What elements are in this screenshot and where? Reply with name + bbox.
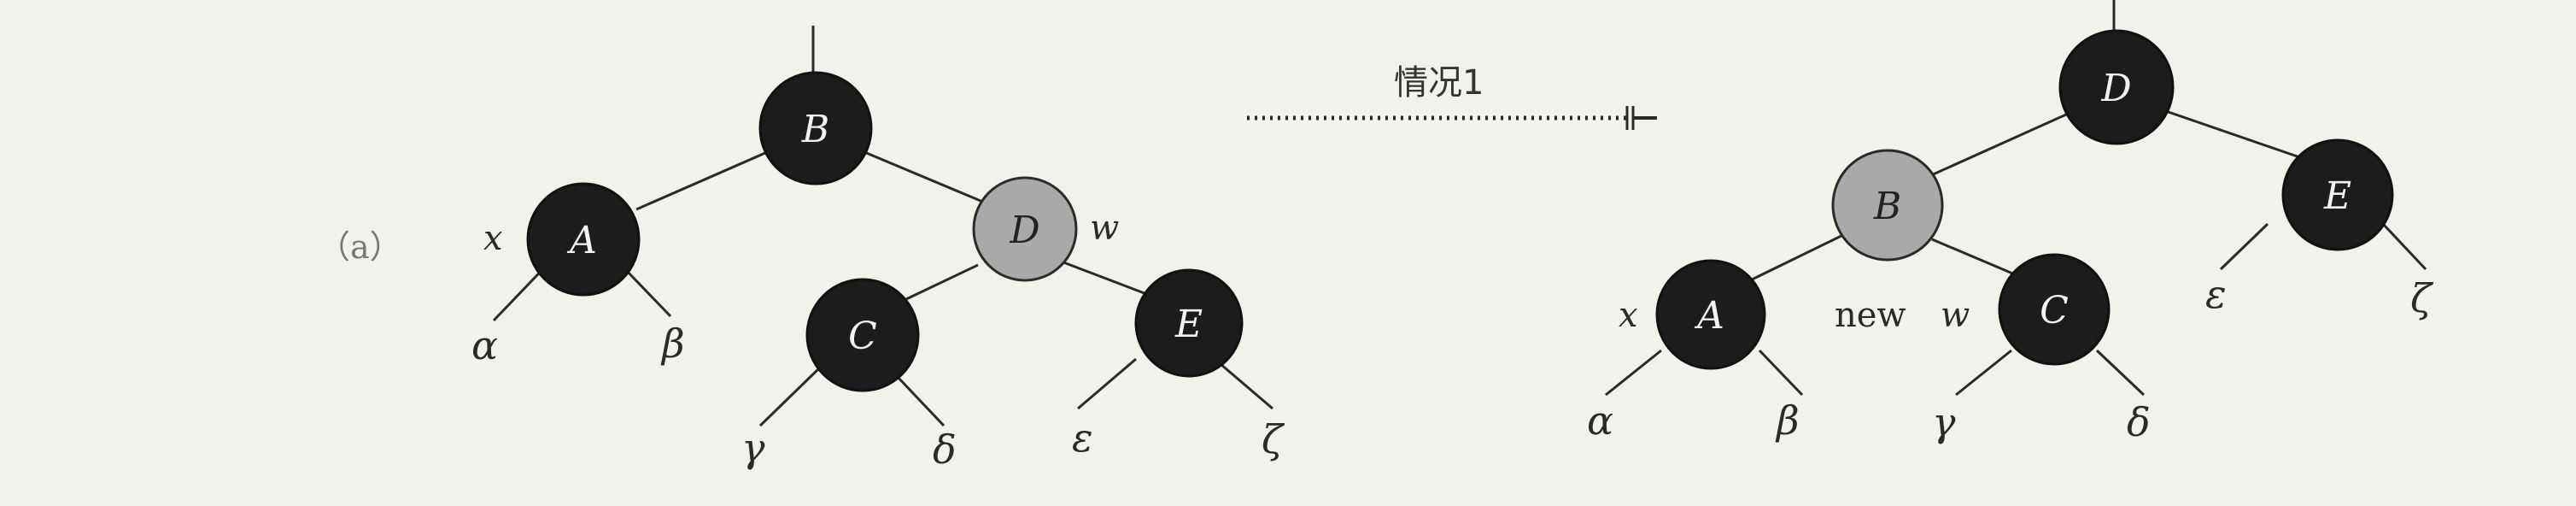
- svg-text:B: B: [801, 108, 829, 151]
- left-node-A: A: [526, 182, 641, 297]
- edge-E-zeta: [2381, 222, 2427, 271]
- left-node-B: B: [758, 71, 873, 185]
- edge-B-A: [635, 148, 774, 211]
- edge-A-beta: [624, 268, 672, 318]
- edge-E-epsilon: [2219, 222, 2269, 271]
- right-leaf-delta: δ: [2127, 399, 2151, 445]
- edge-E-epsilon: [1077, 357, 1137, 410]
- edge-A-beta: [1758, 349, 1804, 397]
- left-leaf-zeta: ζ: [1262, 416, 1285, 462]
- svg-text:E: E: [1174, 303, 1203, 346]
- edge-C-delta: [2095, 349, 2146, 397]
- left-leaf-epsilon: ε: [1072, 415, 1093, 461]
- left-pointer-x: x: [483, 219, 503, 258]
- edge-B-A: [1746, 229, 1853, 284]
- right-node-D: D: [2058, 29, 2175, 145]
- svg-text:C: C: [848, 315, 877, 358]
- transform-arrow: 情况1: [1247, 63, 1657, 130]
- left-leaf-delta: δ: [933, 427, 957, 473]
- edge-C-gamma: [758, 366, 822, 427]
- right-leaf-alpha: α: [1587, 397, 1613, 444]
- left-leaf-beta: β: [660, 321, 685, 367]
- right-pointer-x: x: [1619, 296, 1638, 335]
- part-label: （a）: [318, 228, 402, 266]
- svg-text:B: B: [1873, 185, 1901, 228]
- edge-C-gamma: [1955, 349, 2012, 397]
- svg-text:A: A: [1694, 294, 1724, 338]
- left-pointer-w: w: [1090, 209, 1119, 248]
- left-leaf-gamma: γ: [741, 425, 765, 471]
- svg-text:D: D: [1009, 209, 1039, 252]
- transform-label: 情况1: [1394, 63, 1484, 103]
- svg-text:E: E: [2323, 174, 2351, 218]
- right-leaf-beta: β: [1775, 397, 1800, 444]
- edge-B-D: [858, 148, 992, 207]
- left-node-C: C: [805, 278, 920, 392]
- edge-A-alpha: [1605, 349, 1662, 397]
- svg-text:C: C: [2040, 289, 2069, 332]
- edge-D-B: [1921, 109, 2075, 181]
- right-pointer-w: w: [1941, 296, 1970, 335]
- edge-E-zeta: [1214, 357, 1273, 410]
- right-pointer-new: new: [1835, 296, 1906, 335]
- right-tree: D B E A C x new w α β γ δ ε ζ: [1587, 0, 2434, 445]
- edge-D-E: [2160, 108, 2315, 164]
- left-tree: B A D C E x w α β γ δ ε ζ: [471, 26, 1285, 473]
- left-node-D: D: [972, 176, 1078, 282]
- svg-text:A: A: [566, 219, 597, 262]
- edge-D-E: [1058, 259, 1150, 297]
- right-leaf-zeta: ζ: [2410, 275, 2434, 321]
- left-leaf-alpha: α: [471, 322, 498, 368]
- right-node-C: C: [1998, 253, 2111, 366]
- edge-C-delta: [895, 374, 946, 427]
- right-leaf-epsilon: ε: [2205, 271, 2227, 317]
- right-leaf-gamma: γ: [1932, 399, 1956, 445]
- right-node-B: B: [1831, 149, 1944, 262]
- right-node-E: E: [2281, 138, 2394, 251]
- right-node-A: A: [1655, 259, 1766, 370]
- svg-text:D: D: [2100, 67, 2131, 110]
- left-node-E: E: [1134, 268, 1244, 378]
